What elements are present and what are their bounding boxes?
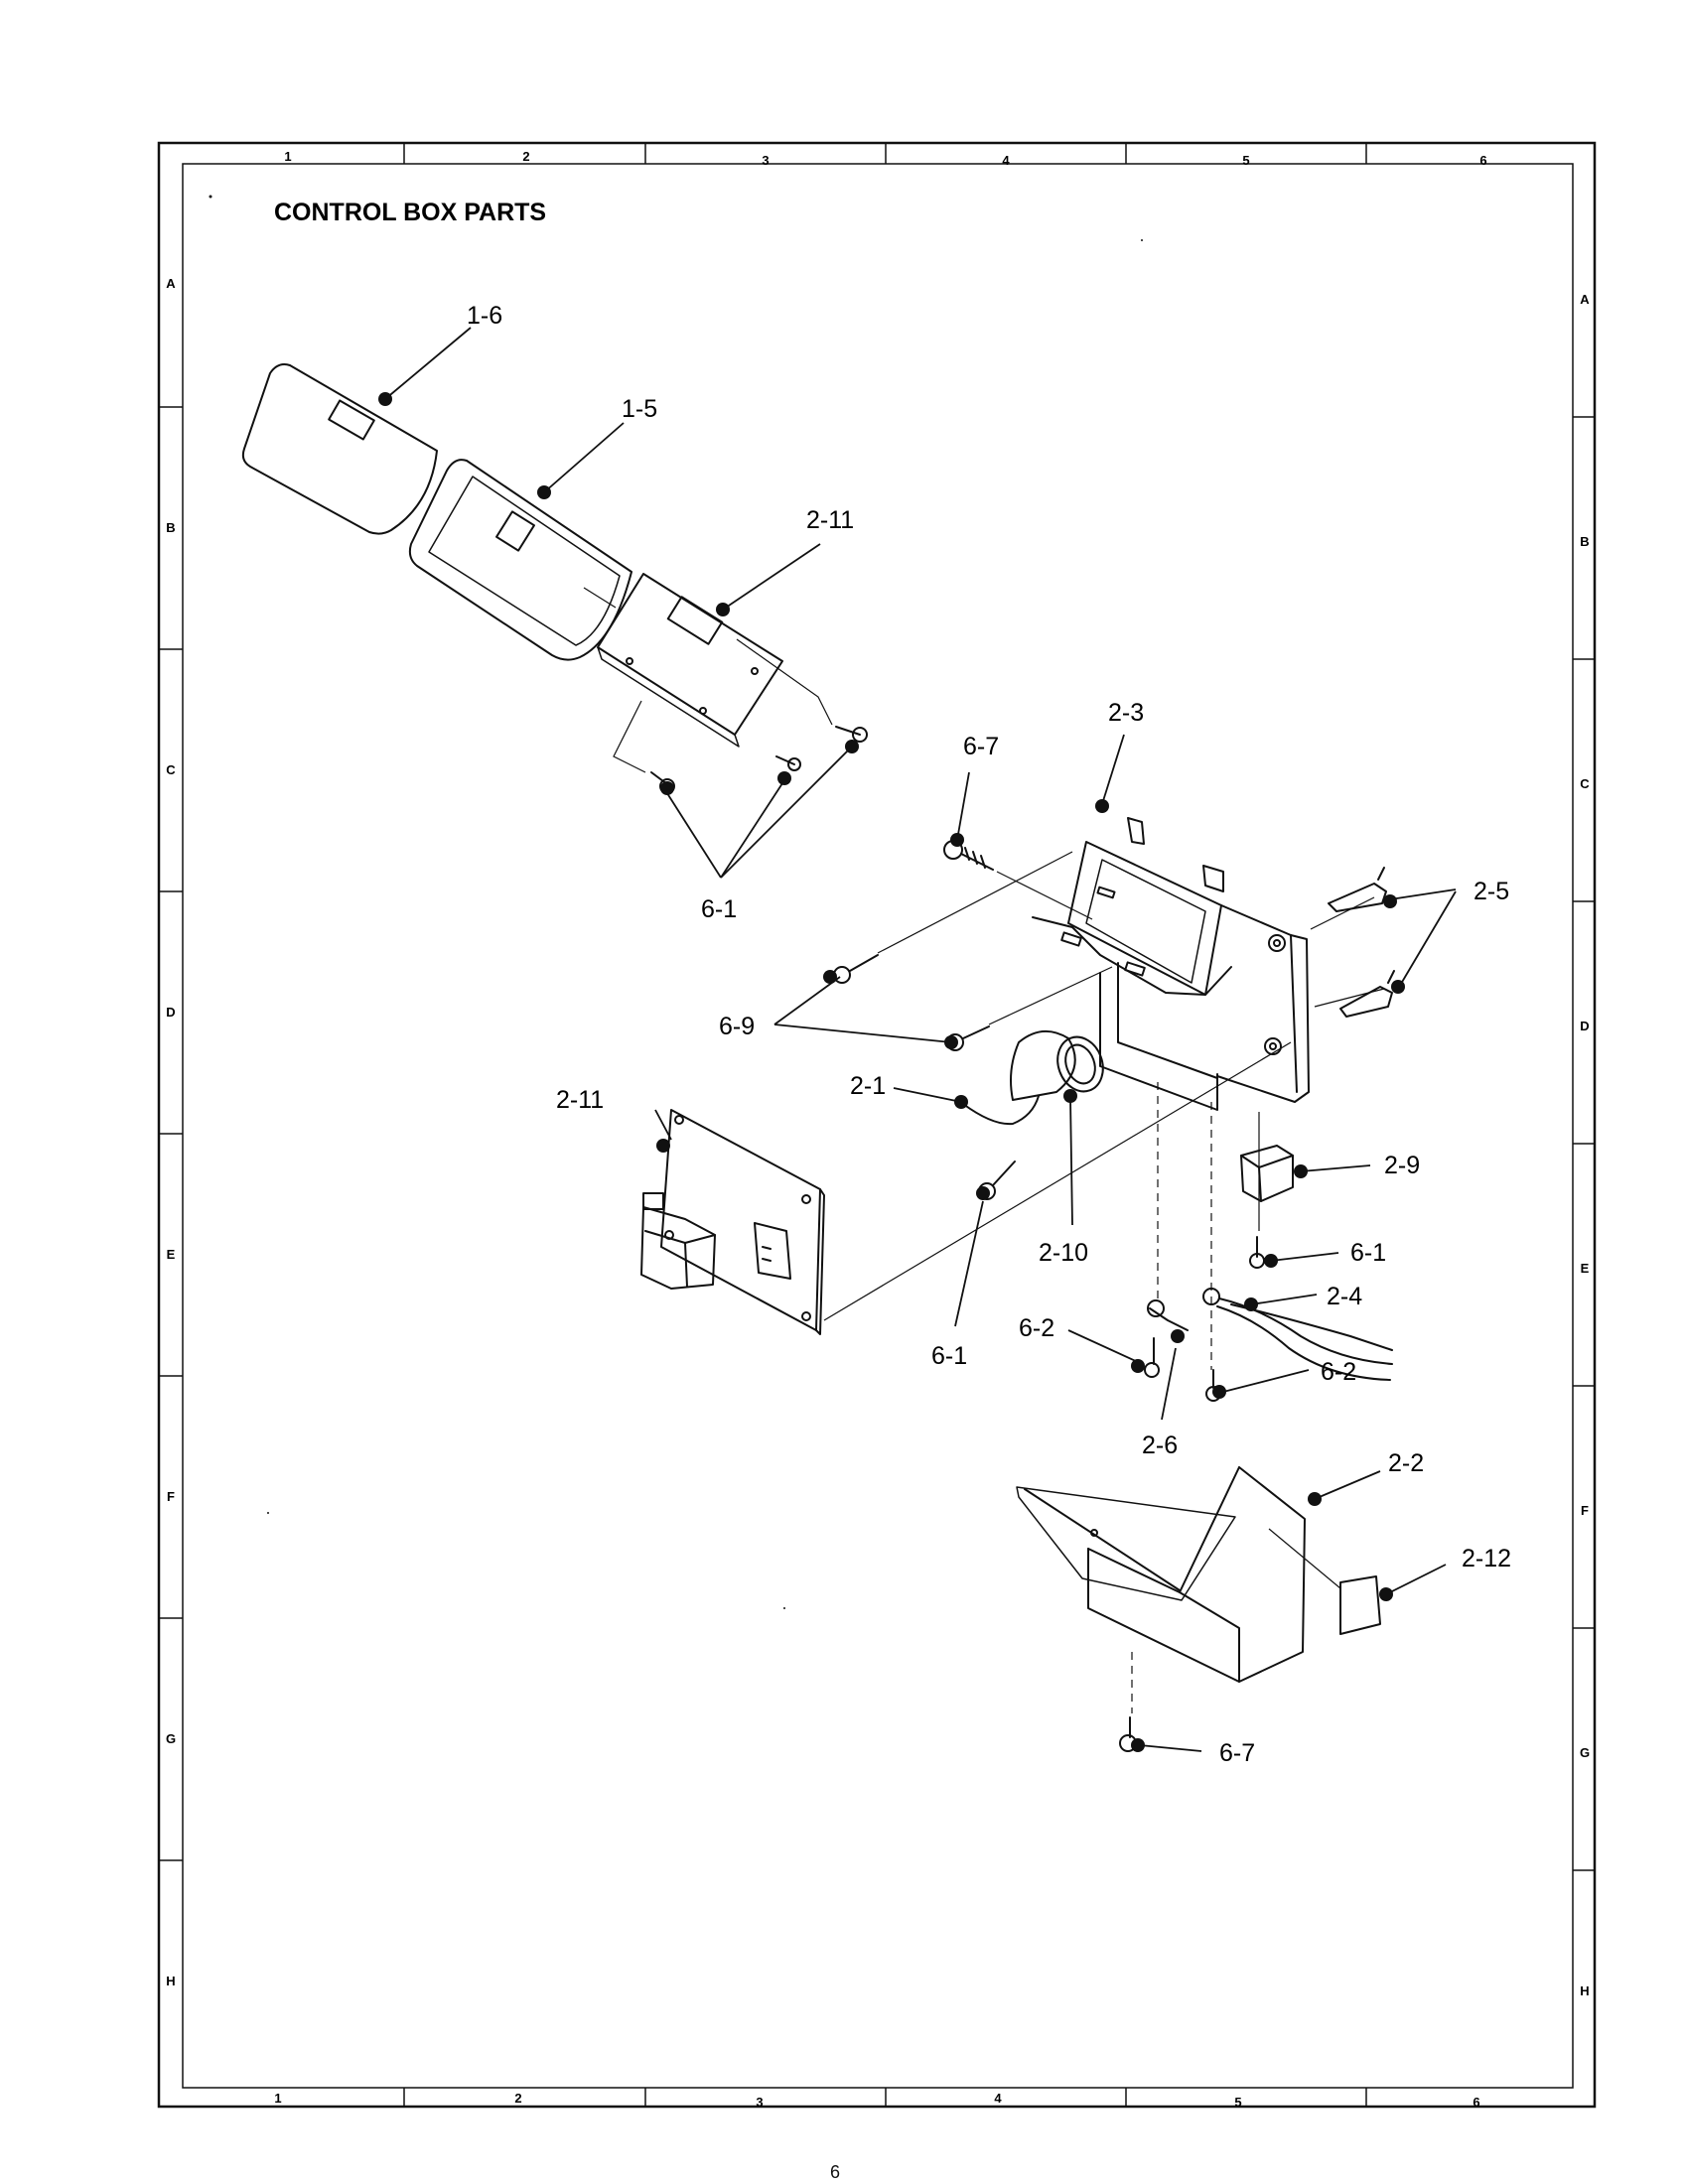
page-number: 6 <box>830 2162 841 2182</box>
col-label-top-2: 2 <box>522 149 529 164</box>
col-label-bottom-3: 3 <box>756 2095 763 2110</box>
row-label-right-H: H <box>1580 1983 1589 1998</box>
callout-2-4: 2-4 <box>1327 1283 1362 1310</box>
row-label-right-D: D <box>1580 1019 1589 1033</box>
row-label-right-C: C <box>1580 776 1590 791</box>
callout-1-5: 1-5 <box>622 395 657 423</box>
callout-6-1-upper: 6-1 <box>701 895 737 923</box>
row-label-right-B: B <box>1580 534 1589 549</box>
col-label-bottom-2: 2 <box>514 2091 521 2106</box>
col-label-top-6: 6 <box>1479 153 1486 168</box>
callout-2-3: 2-3 <box>1108 699 1144 727</box>
row-label-left-D: D <box>166 1005 175 1020</box>
callout-2-11-lower: 2-11 <box>556 1086 604 1114</box>
wire-clips <box>1328 867 1395 1018</box>
col-label-bottom-1: 1 <box>274 2091 281 2106</box>
row-label-right-F: F <box>1581 1503 1589 1518</box>
lower-right-screws <box>1144 1236 1265 1402</box>
assembly-lines <box>583 587 1385 1713</box>
row-label-left-A: A <box>166 276 176 291</box>
ruler-ticks <box>159 143 1595 2107</box>
top-screw <box>943 840 994 871</box>
callout-6-9: 6-9 <box>719 1013 755 1040</box>
callout-6-2-left: 6-2 <box>1019 1314 1054 1342</box>
callout-1-6: 1-6 <box>467 302 502 330</box>
callout-2-12: 2-12 <box>1462 1545 1511 1572</box>
callout-2-9: 2-9 <box>1384 1152 1420 1179</box>
col-label-top-1: 1 <box>284 149 291 164</box>
row-label-left-C: C <box>166 762 176 777</box>
col-label-top-5: 5 <box>1242 153 1249 168</box>
row-label-left-G: G <box>166 1731 176 1746</box>
row-label-right-A: A <box>1580 292 1590 307</box>
lower-cover-part <box>1016 1466 1306 1683</box>
callout-2-10: 2-10 <box>1039 1239 1088 1267</box>
thermal-block-part <box>1240 1145 1294 1202</box>
callout-2-5: 2-5 <box>1474 878 1509 905</box>
callout-6-1-middle: 6-1 <box>931 1342 967 1370</box>
upper-screws <box>650 726 868 794</box>
row-label-left-H: H <box>166 1974 175 1988</box>
callout-2-2: 2-2 <box>1388 1449 1424 1477</box>
col-label-bottom-4: 4 <box>994 2091 1002 2106</box>
callout-labels: 1-6 1-5 2-11 6-1 6-7 2-3 2-5 6-9 2-1 2-1… <box>467 302 1511 1767</box>
wire-harness-part <box>1147 1288 1393 1381</box>
upper-switch-board-part <box>597 573 783 748</box>
callout-2-11-upper: 2-11 <box>806 506 854 534</box>
panel-cover-part <box>408 459 632 661</box>
small-label-part <box>1339 1575 1381 1635</box>
capacitor-part <box>962 1030 1104 1126</box>
callout-6-7-upper: 6-7 <box>963 733 999 760</box>
row-label-left-E: E <box>167 1247 176 1262</box>
row-label-right-E: E <box>1581 1261 1590 1276</box>
diagram-title: CONTROL BOX PARTS <box>274 199 546 226</box>
callout-2-1: 2-1 <box>850 1072 886 1100</box>
control-bracket-part <box>1032 817 1310 1111</box>
col-label-top-3: 3 <box>762 153 769 168</box>
callout-2-6: 2-6 <box>1142 1432 1178 1459</box>
ruler-labels: 1 2 3 4 5 6 1 2 3 4 5 6 A B C D E F G H … <box>166 149 1590 2110</box>
row-label-left-F: F <box>167 1489 175 1504</box>
row-label-right-G: G <box>1580 1745 1590 1760</box>
drawing-frame <box>157 141 1597 2109</box>
bracket-screws <box>833 954 990 1051</box>
callout-6-1-right: 6-1 <box>1350 1239 1386 1267</box>
callout-6-2-right: 6-2 <box>1321 1358 1356 1386</box>
col-label-top-4: 4 <box>1002 153 1010 168</box>
leader-lines <box>384 327 1457 1752</box>
reference-dots <box>378 392 1405 1752</box>
callout-6-7-lower: 6-7 <box>1219 1739 1255 1767</box>
col-label-bottom-6: 6 <box>1473 2095 1479 2110</box>
exploded-parts-illustration <box>241 363 1395 1752</box>
label-sheet-part <box>241 363 438 535</box>
stray-marks <box>209 195 1143 1609</box>
main-pcb-part <box>640 1109 825 1335</box>
col-label-bottom-5: 5 <box>1234 2095 1241 2110</box>
row-label-left-B: B <box>166 520 175 535</box>
